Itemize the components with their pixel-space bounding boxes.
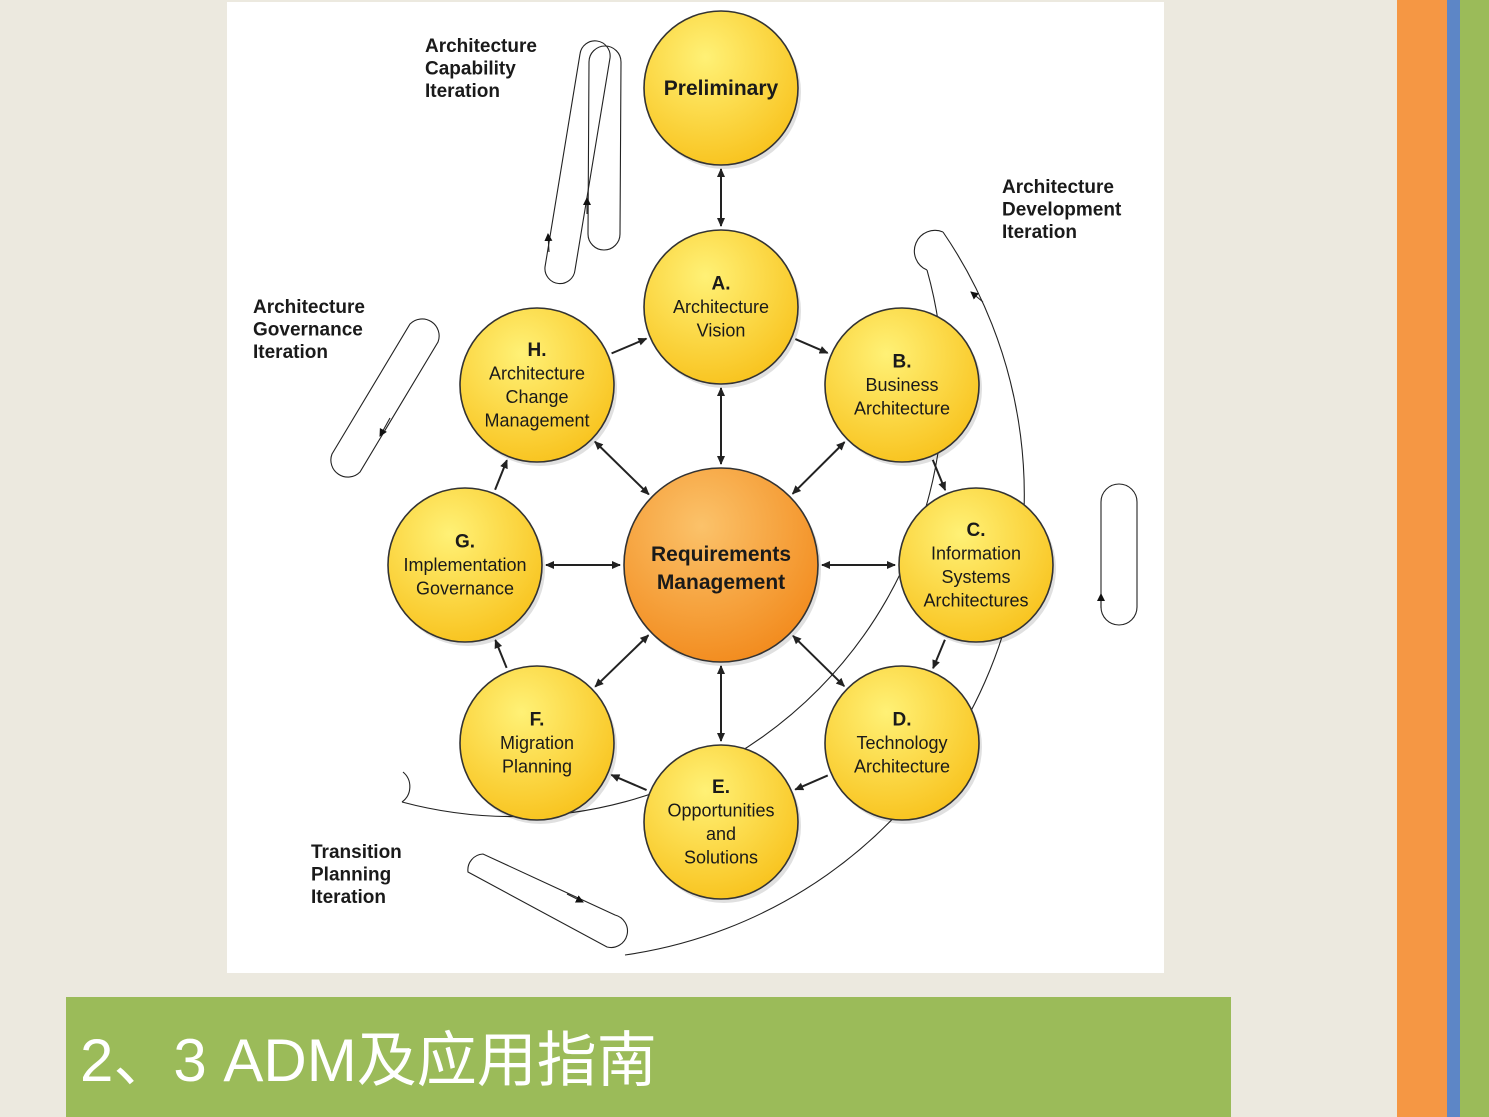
governance-loop: [330, 318, 440, 478]
phase-label-line: Information: [931, 543, 1021, 563]
iteration-labels: ArchitectureCapabilityIterationArchitect…: [253, 36, 1122, 908]
phase-letter: C.: [967, 520, 986, 541]
development-side-loop: [1100, 483, 1138, 626]
phase-letter: E.: [712, 777, 730, 798]
phase-letter: F.: [530, 710, 545, 731]
cycle-arrow-0: [794, 338, 829, 354]
phase-label-line: Architectures: [923, 590, 1028, 610]
phase-label-line: Technology: [856, 733, 947, 753]
iteration-label-line: Architecture: [425, 36, 537, 57]
phase-label-line: Systems: [941, 567, 1010, 587]
cycle-arrow-2: [932, 639, 946, 670]
iteration-label-line: Architecture: [1002, 177, 1114, 198]
adm-cycle-diagram: PreliminaryRequirementsManagementA.Archi…: [253, 10, 1138, 956]
phase-letter: B.: [893, 352, 912, 373]
slide-title: 2、3 ADM及应用指南: [80, 1027, 657, 1094]
cycle-arrow-4: [610, 774, 647, 791]
cycle-arrow-1: [931, 459, 947, 492]
phase-nodes: PreliminaryRequirementsManagementA.Archi…: [387, 10, 1056, 903]
phase-label-line: Opportunities: [667, 800, 774, 820]
phase-label-line: Architecture: [489, 363, 585, 383]
phase-label-line: Architecture: [854, 399, 950, 419]
phase-label-line: Implementation: [403, 555, 526, 575]
phase-letter: A.: [712, 274, 731, 295]
phase-label-line: Business: [865, 375, 938, 395]
iteration-label-line: Capability: [425, 59, 516, 80]
spoke-arrow-3: [792, 635, 845, 687]
spoke-arrow-7: [594, 440, 650, 496]
phase-label-line: Vision: [697, 321, 746, 341]
phase-label-line: and: [706, 824, 736, 844]
accent-stripe-green: [1460, 0, 1489, 1117]
cycle-arrow-7: [611, 337, 648, 355]
phase-connectors: [494, 168, 947, 791]
iteration-label-line: Planning: [311, 865, 391, 886]
spoke-arrow-1: [791, 441, 846, 495]
accent-stripe-orange: [1397, 0, 1447, 1117]
iteration-label-line: Iteration: [253, 342, 328, 363]
development-arc-cap-top: [913, 229, 944, 271]
cycle-arrow-3: [794, 774, 829, 791]
slide-title-bar: 2、3 ADM及应用指南: [66, 997, 1231, 1117]
phase-label-line: Solutions: [684, 847, 758, 867]
iteration-label-line: Iteration: [311, 887, 386, 908]
development-arc-outer: [624, 231, 1025, 956]
preliminary-label-line-0: Preliminary: [664, 77, 779, 100]
preliminary-phase: Preliminary: [643, 10, 801, 169]
capability-loop-inner: [587, 45, 622, 251]
cycle-arrow-6: [494, 459, 508, 491]
phase-label-line: Governance: [416, 579, 514, 599]
accent-stripe-blue: [1447, 0, 1460, 1117]
spoke-arrow-5: [594, 634, 650, 688]
phase-label-line: Management: [484, 410, 589, 430]
development-arc-cap-bottom: [401, 771, 411, 803]
iteration-label-line: Iteration: [1002, 222, 1077, 243]
phase-label-line: Migration: [500, 733, 574, 753]
phase-label-line: Architecture: [854, 757, 950, 777]
iteration-label-line: Transition: [311, 842, 402, 863]
phase-label-line: Planning: [502, 757, 572, 777]
iteration-label-line: Architecture: [253, 297, 365, 318]
iteration-label-line: Governance: [253, 320, 363, 341]
requirements-management-label-line-1: Management: [657, 571, 785, 594]
phase-label-line: Architecture: [673, 297, 769, 317]
cycle-arrow-5: [494, 639, 508, 669]
capability-loop-outer: [544, 40, 611, 285]
iteration-label-line: Iteration: [425, 81, 500, 102]
requirements-management-label-line-0: Requirements: [651, 543, 791, 566]
iteration-label-line: Development: [1002, 200, 1122, 221]
phase-letter: D.: [893, 710, 912, 731]
phase-label-line: Change: [505, 387, 568, 407]
phase-letter: G.: [455, 532, 475, 553]
transition-loop: [467, 853, 629, 949]
phase-letter: H.: [528, 340, 547, 361]
